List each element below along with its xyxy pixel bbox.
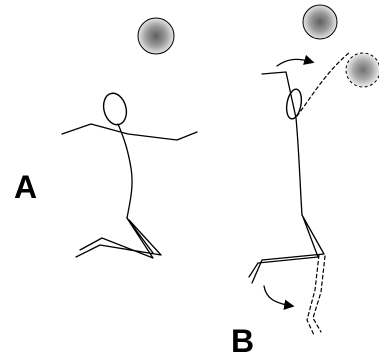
head-a: [100, 91, 130, 128]
ball-b: [303, 5, 337, 39]
arrow-leg-motion: [264, 286, 292, 306]
shin-a: [127, 218, 153, 253]
panel-a: A: [14, 18, 197, 258]
stick-figure-a: [62, 91, 197, 258]
arm-b-dashed: [297, 52, 350, 116]
legs-b-dashed-2: [313, 256, 325, 332]
arm-b: [262, 72, 296, 118]
ball-b-ghost: [346, 53, 379, 87]
panel-label-a: A: [14, 169, 37, 205]
ball-a: [138, 18, 174, 54]
arrow-arm-motion: [277, 59, 312, 66]
legs-b: [252, 215, 324, 283]
arms-a: [62, 124, 197, 140]
panel-label-b: B: [231, 323, 254, 358]
stick-figure-b: [249, 52, 350, 335]
head-b: [285, 88, 304, 120]
torso-b: [296, 118, 302, 215]
panel-b: B: [231, 5, 379, 358]
torso-a: [118, 124, 132, 218]
legs-b-dashed: [307, 255, 319, 335]
